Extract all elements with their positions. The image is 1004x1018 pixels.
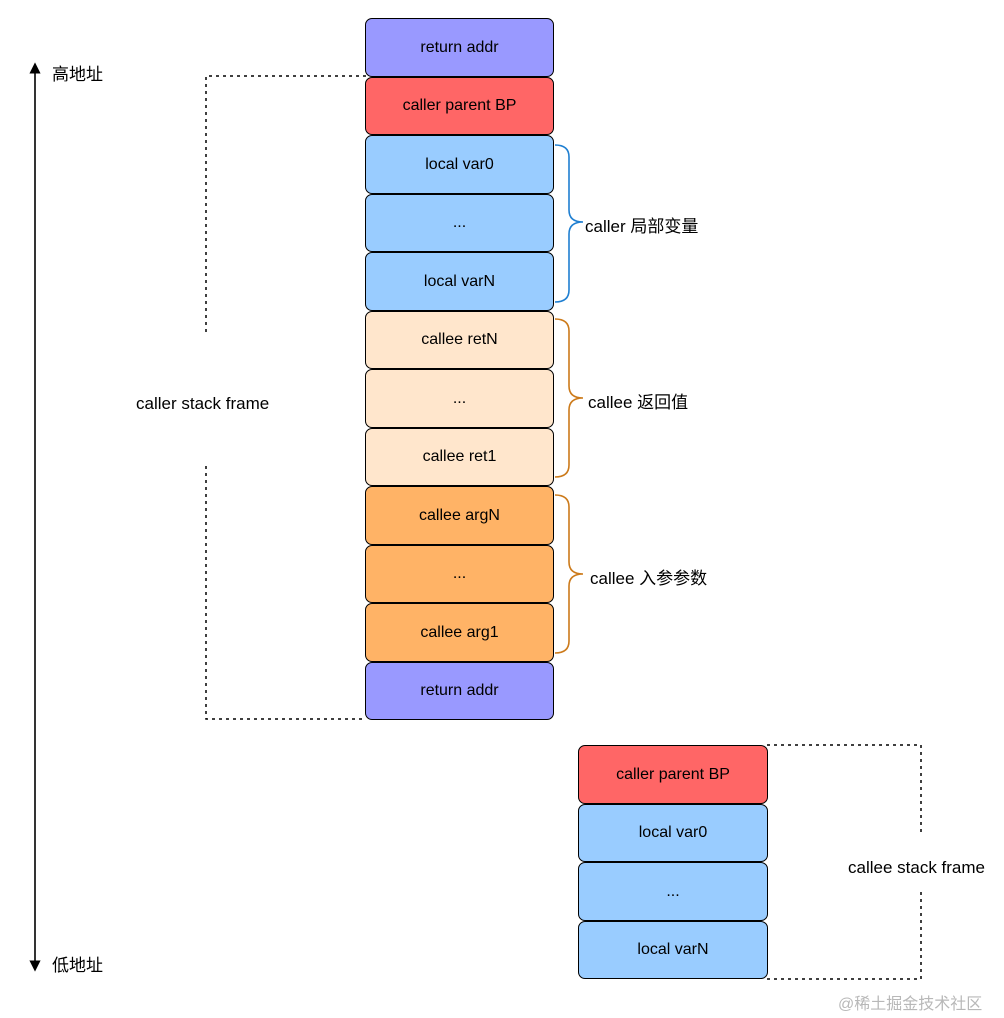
- caller-stack-frame-label: caller stack frame: [136, 394, 270, 413]
- callee-stack-cell-local-var0: local var0: [578, 804, 768, 862]
- caller-locals-label: caller 局部变量: [585, 217, 699, 236]
- callee-stack-cell-local-varN: local varN: [578, 921, 768, 979]
- low-address-label: 低地址: [52, 956, 103, 975]
- stack-cell-return-addr-bottom: return addr: [365, 662, 554, 720]
- stack-cell-arg-ellipsis: ...: [365, 545, 554, 603]
- stack-cell-callee-retN: callee retN: [365, 311, 554, 369]
- stack-cell-callee-arg1: callee arg1: [365, 603, 554, 662]
- stack-cell-return-addr: return addr: [365, 18, 554, 77]
- returns-brace: [554, 318, 584, 478]
- watermark-text: @稀土掘金技术社区: [838, 996, 983, 1013]
- callee-stack-cell-parent-bp: caller parent BP: [578, 745, 768, 804]
- caller-frame-bracket: [205, 75, 366, 720]
- callee-frame-bracket: [767, 744, 922, 980]
- args-brace: [554, 494, 584, 654]
- stack-cell-callee-argN: callee argN: [365, 486, 554, 545]
- callee-args-label: callee 入参参数: [590, 569, 708, 588]
- callee-stack-cell-ellipsis: ...: [578, 862, 768, 921]
- stack-cell-callee-ret1: callee ret1: [365, 428, 554, 486]
- stack-cell-local-var0: local var0: [365, 135, 554, 194]
- callee-stack-frame-label: callee stack frame: [848, 858, 985, 877]
- high-address-label: 高地址: [52, 65, 103, 84]
- stack-cell-local-varN: local varN: [365, 252, 554, 311]
- locals-brace: [554, 144, 584, 303]
- callee-returns-label: callee 返回值: [588, 393, 689, 412]
- stack-cell-ret-ellipsis: ...: [365, 369, 554, 428]
- stack-cell-caller-parent-bp: caller parent BP: [365, 77, 554, 135]
- stack-cell-local-ellipsis: ...: [365, 194, 554, 252]
